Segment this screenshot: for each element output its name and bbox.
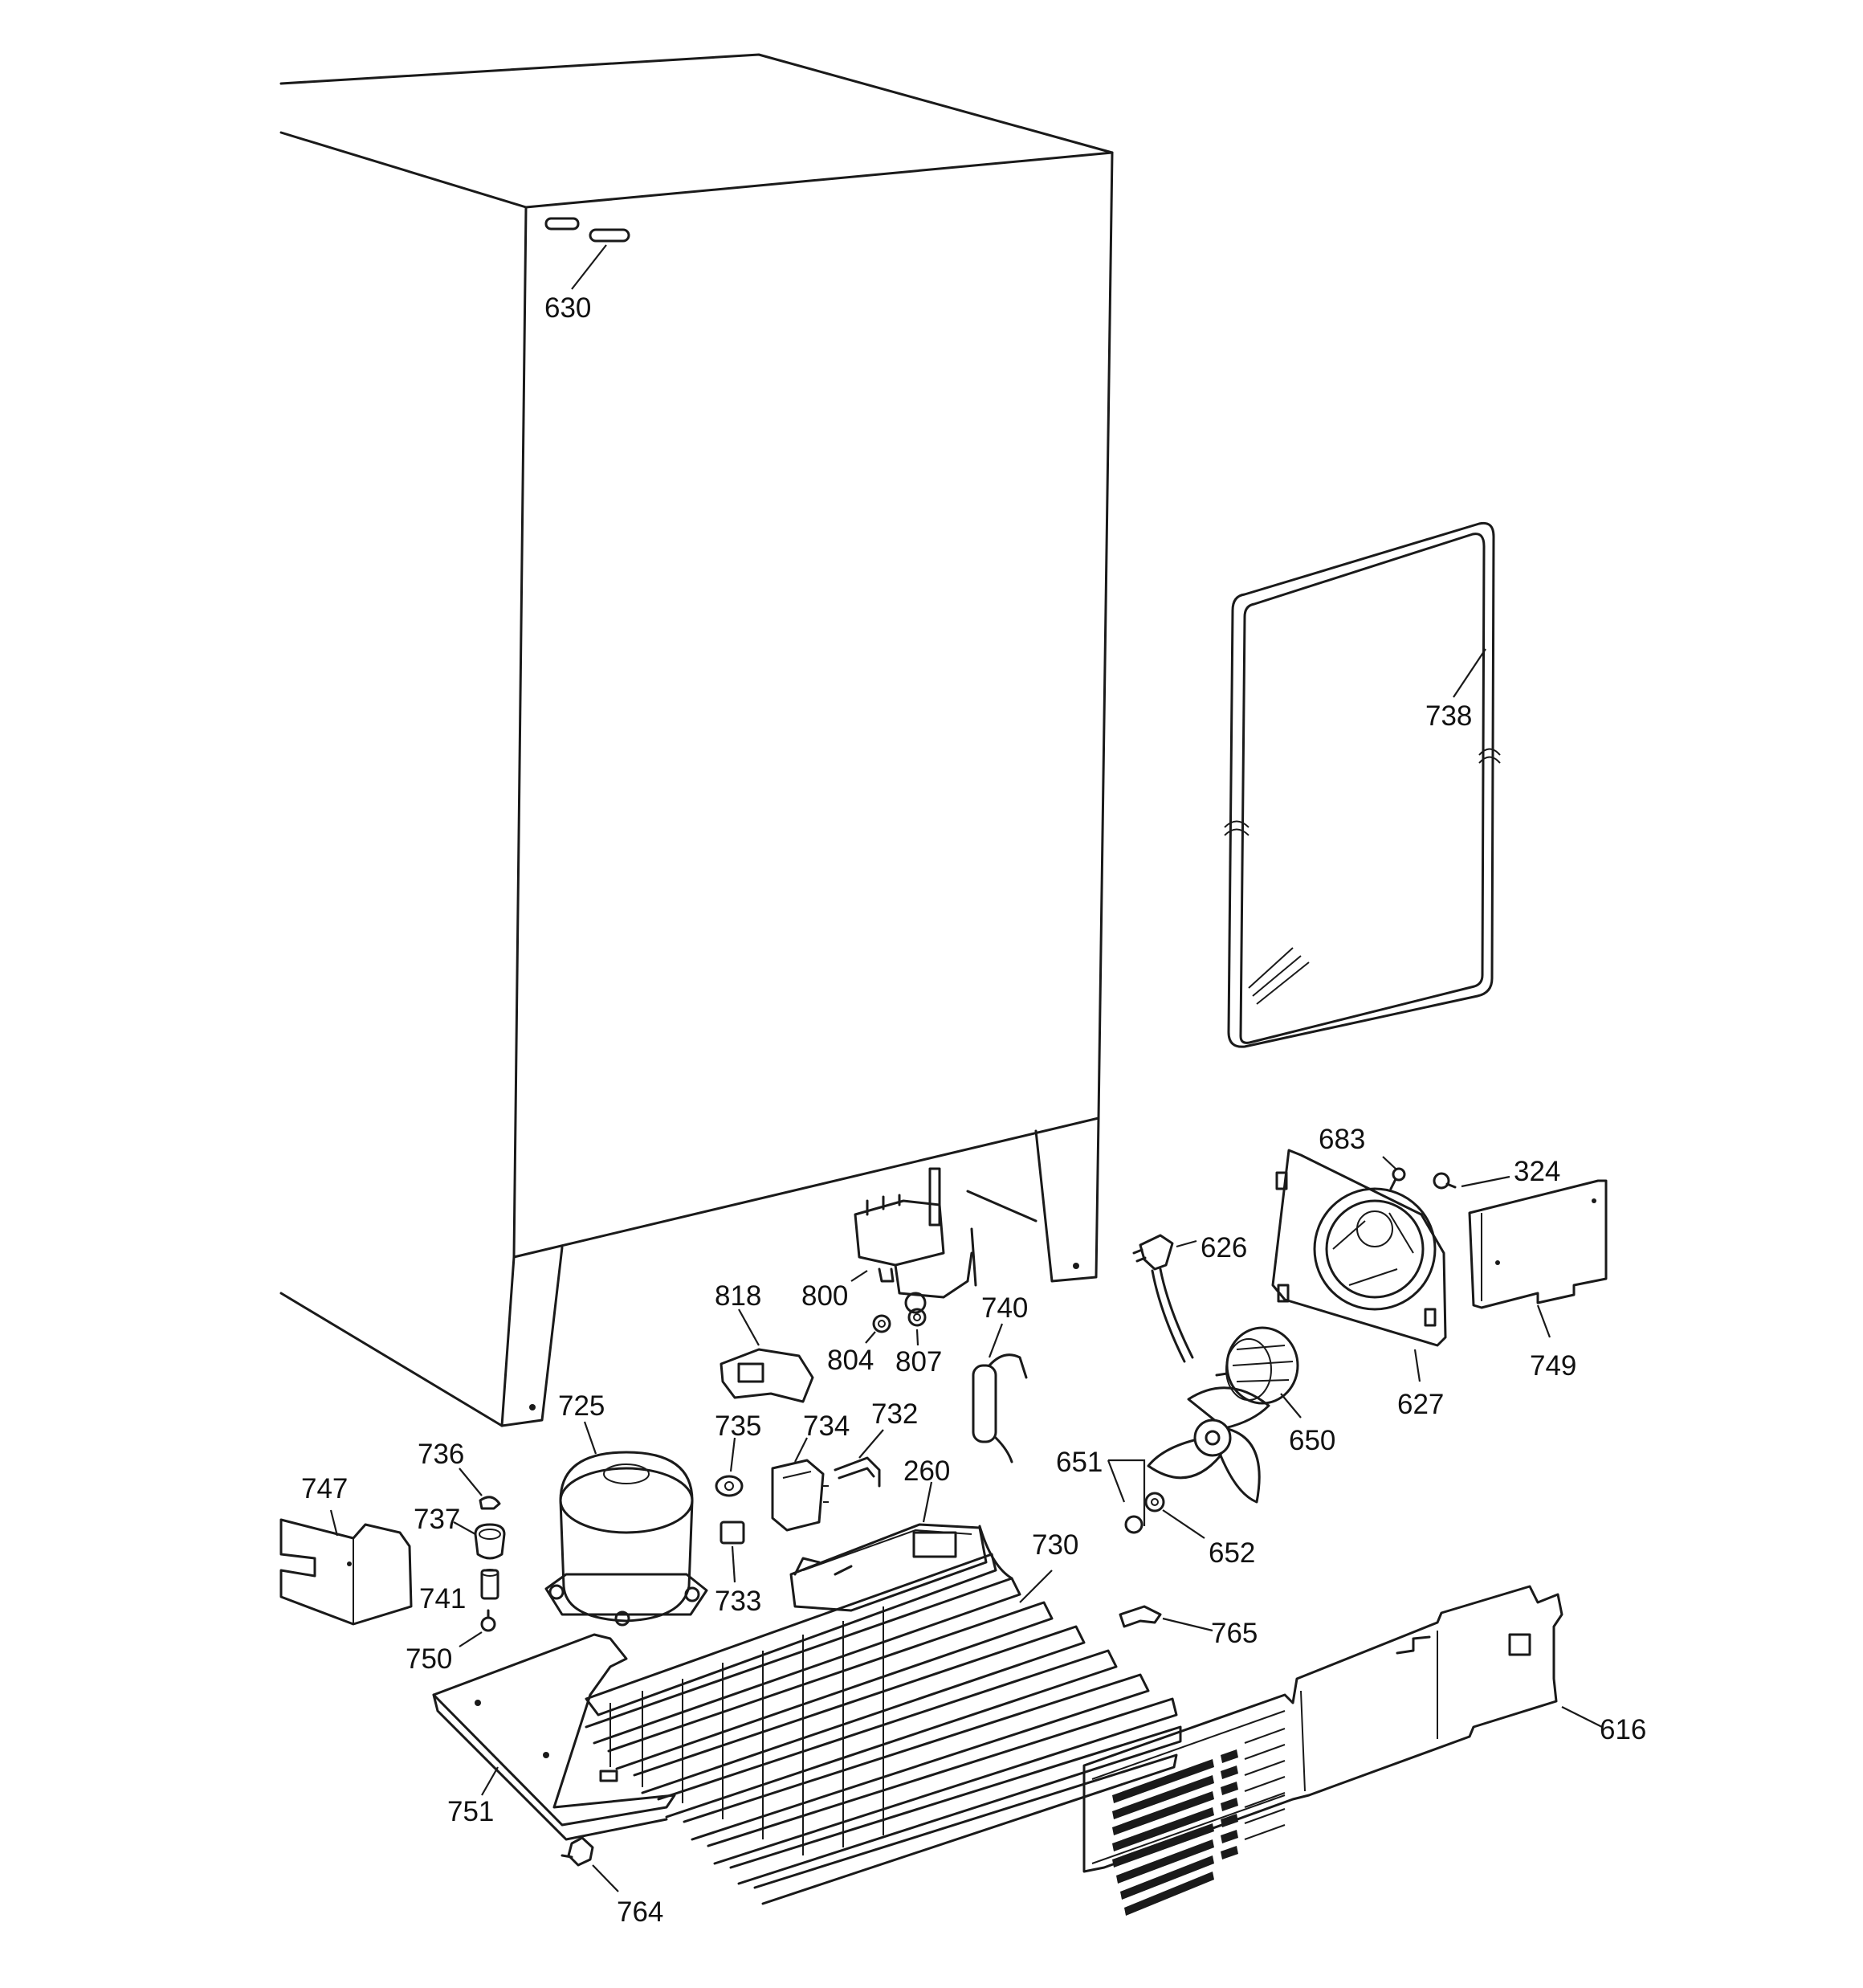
callout-324: 324 — [1514, 1156, 1560, 1187]
callout-732: 732 — [871, 1398, 918, 1430]
callout-804: 804 — [827, 1345, 874, 1376]
clip-765 — [1119, 1605, 1213, 1632]
callout-807: 807 — [895, 1346, 942, 1378]
callout-labels: 630 738 683 324 626 818 800 740 804 807 … — [301, 292, 1646, 1928]
callout-765: 765 — [1211, 1618, 1258, 1649]
cap-733 — [720, 1521, 745, 1583]
callout-737: 737 — [414, 1504, 460, 1535]
callout-652: 652 — [1209, 1537, 1255, 1569]
nut-651 — [1124, 1515, 1143, 1534]
callout-260: 260 — [903, 1455, 950, 1487]
cover-plate — [1468, 1179, 1608, 1338]
screw-750 — [459, 1609, 496, 1647]
callout-725: 725 — [558, 1390, 605, 1422]
relay-734 — [771, 1437, 829, 1532]
callout-683: 683 — [1319, 1124, 1365, 1155]
callout-650: 650 — [1289, 1425, 1335, 1456]
toe-grille — [1082, 1585, 1563, 1873]
callout-749: 749 — [1530, 1350, 1576, 1382]
callout-747: 747 — [301, 1473, 348, 1504]
callout-740: 740 — [981, 1292, 1028, 1324]
callout-741: 741 — [419, 1583, 466, 1614]
callout-750: 750 — [406, 1643, 452, 1675]
power-cord — [1132, 1234, 1197, 1363]
screw-683 — [1382, 1156, 1406, 1190]
callout-764: 764 — [617, 1896, 663, 1928]
callout-730: 730 — [1032, 1529, 1078, 1561]
fan-motor — [1215, 1326, 1302, 1419]
callout-630: 630 — [544, 292, 591, 324]
spacer-741 — [480, 1569, 499, 1600]
callout-818: 818 — [715, 1280, 761, 1312]
callout-738: 738 — [1425, 700, 1472, 732]
relay-bracket — [720, 1308, 814, 1403]
door-gasket — [1224, 521, 1501, 1048]
nut-807 — [907, 1308, 927, 1346]
drain-pan — [789, 1481, 988, 1612]
grommet-736 — [459, 1468, 501, 1510]
condenser-coil — [585, 1525, 1182, 1905]
callout-733: 733 — [715, 1586, 761, 1617]
refrigerator-cabinet — [279, 53, 1114, 1427]
callout-800: 800 — [801, 1280, 848, 1312]
grommet-737 — [453, 1521, 506, 1560]
screw-324 — [1433, 1172, 1510, 1190]
overload-735 — [715, 1437, 744, 1497]
callout-626: 626 — [1201, 1232, 1247, 1263]
grille-slots — [1112, 1706, 1603, 1916]
cord-732 — [834, 1429, 884, 1488]
water-valve — [850, 1167, 977, 1314]
callout-651: 651 — [1056, 1447, 1103, 1478]
base-plate — [432, 1633, 676, 1841]
callout-751: 751 — [447, 1796, 494, 1827]
compressor — [544, 1421, 708, 1627]
compressor-cover — [279, 1509, 413, 1626]
clip-764 — [561, 1836, 619, 1892]
callout-734: 734 — [803, 1410, 850, 1442]
callout-735: 735 — [715, 1410, 761, 1442]
nut-804 — [865, 1314, 891, 1344]
fan-shroud — [1271, 1149, 1447, 1382]
callout-616: 616 — [1600, 1714, 1646, 1745]
washer-652 — [1144, 1492, 1205, 1539]
defrost-thermostat — [972, 1323, 1028, 1463]
callout-736: 736 — [418, 1439, 464, 1470]
cabinet-slot-630 — [544, 217, 630, 290]
fan-blade — [1107, 1386, 1270, 1526]
callout-627: 627 — [1397, 1389, 1444, 1420]
